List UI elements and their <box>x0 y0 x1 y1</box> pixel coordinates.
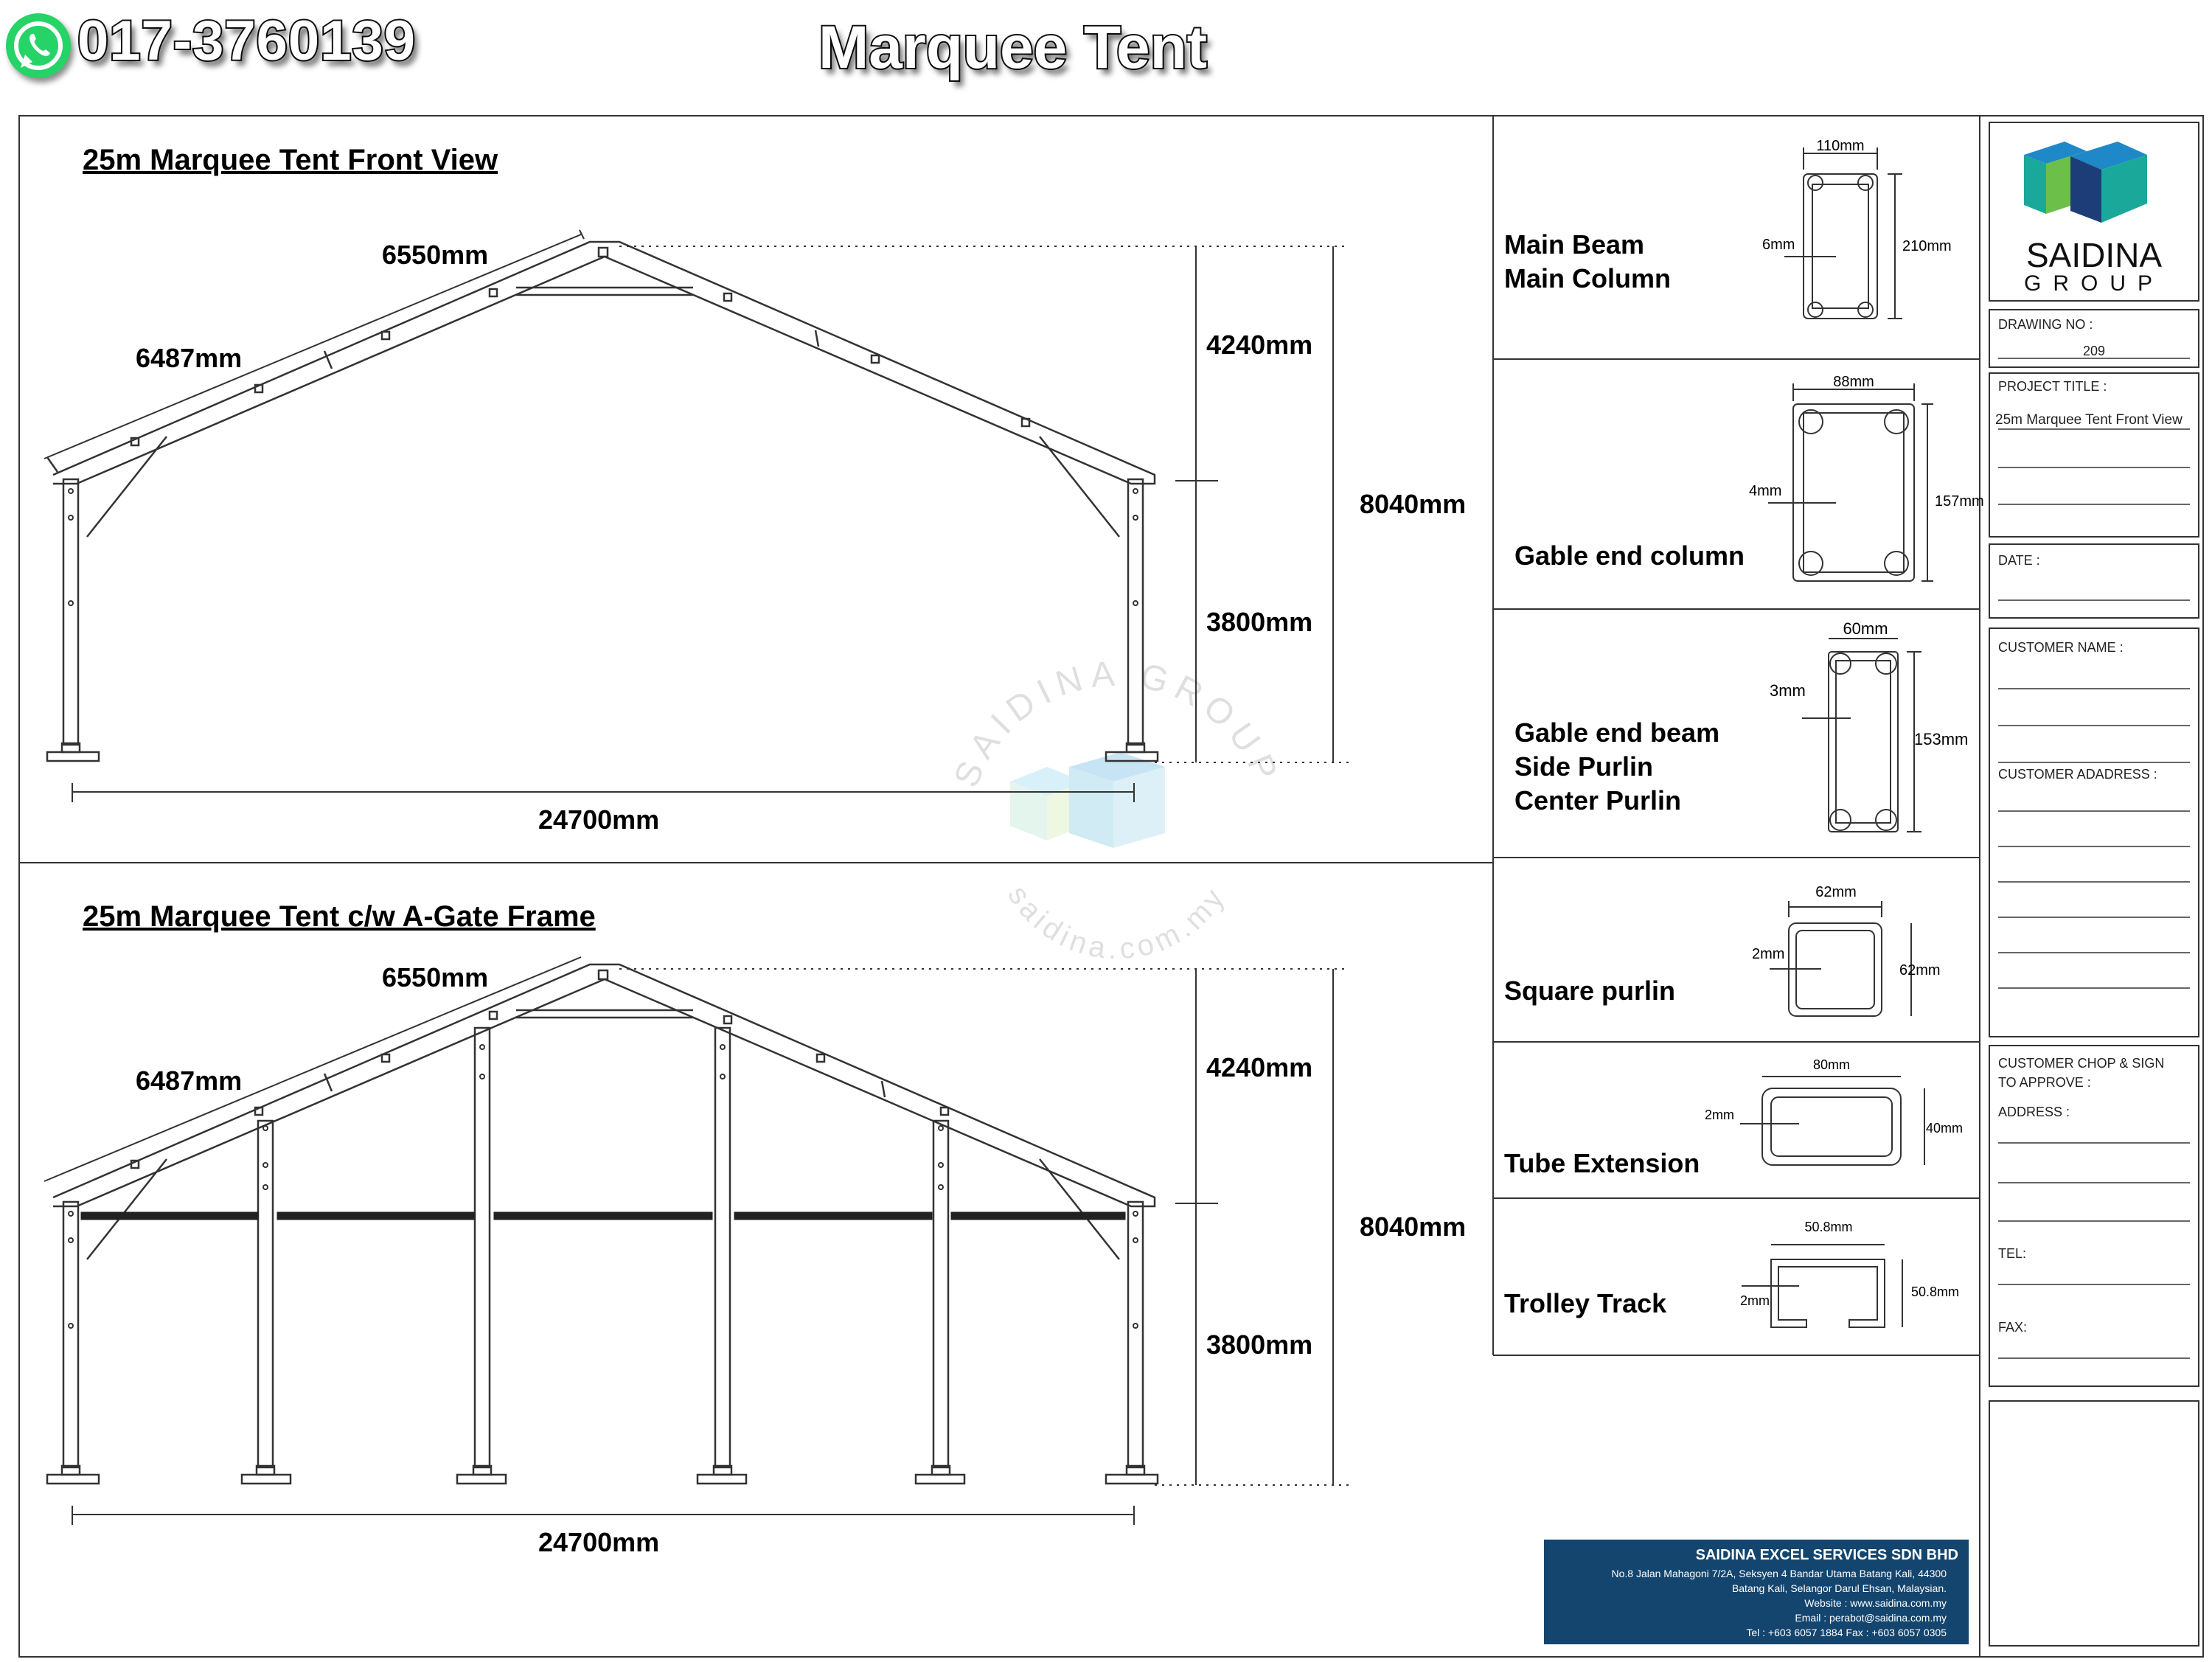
drawing-no-label: DRAWING NO : <box>1998 317 2093 332</box>
customer-address-label: CUSTOMER ADADRESS : <box>1998 767 2157 782</box>
profile-gable-end-beam: Gable end beam Side Purlin Center Purlin… <box>1514 619 1968 832</box>
profile-height-dim: 62mm <box>1899 962 1941 978</box>
fax-label: FAX: <box>1998 1320 2027 1335</box>
profile-height-dim: 210mm <box>1902 238 1952 254</box>
drawing-no-value: 209 <box>2083 344 2105 358</box>
chop-label-2: TO APPROVE : <box>1998 1075 2091 1090</box>
chop-label: CUSTOMER CHOP & SIGN <box>1998 1056 2164 1071</box>
project-title-value: 25m Marquee Tent Front View <box>1995 412 2183 428</box>
profile-width-dim: 62mm <box>1815 884 1857 900</box>
profile-label-line: Trolley Track <box>1504 1288 1667 1318</box>
profile-label-line: Center Purlin <box>1514 785 1681 816</box>
profile-trolley-track: Trolley Track 50.8mm 50.8mm 2mm <box>1504 1220 1959 1328</box>
agate-rafter-lower-dim: 6487mm <box>136 1065 242 1096</box>
profile-width-dim: 80mm <box>1813 1057 1850 1072</box>
agate-beams <box>80 1211 1126 1220</box>
phone-number: 017-3760139 <box>76 8 417 74</box>
customer-name-label: CUSTOMER NAME : <box>1998 640 2124 655</box>
agate-view-title: 25m Marquee Tent c/w A-Gate Frame <box>83 900 596 933</box>
profile-label-line: Main Column <box>1504 263 1671 293</box>
drawing-no-box <box>1989 309 2199 368</box>
chop-box <box>1989 1400 2199 1647</box>
customer-box <box>1989 627 2199 1037</box>
agate-total-height-dim: 8040mm <box>1360 1211 1466 1242</box>
front-view-frame <box>46 240 1159 762</box>
logo-sub: GROUP <box>2024 271 2164 296</box>
address-label: ADDRESS : <box>1998 1105 2070 1119</box>
profile-gable-end-column: Gable end column 88mm 157mm 4mm <box>1514 374 1984 582</box>
company-name: SAIDINA EXCEL SERVICES SDN BHD <box>1695 1547 1958 1563</box>
profile-thickness-dim: 3mm <box>1770 681 1806 700</box>
agate-rafter-upper-dim: 6550mm <box>382 962 488 992</box>
company-address-2: Batang Kali, Selangor Darul Ehsan, Malay… <box>1731 1582 1947 1594</box>
agate-view-dimensions <box>44 956 1349 1525</box>
logo-box <box>1989 122 2199 302</box>
company-address-1: No.8 Jalan Mahagoni 7/2A, Seksyen 4 Band… <box>1611 1568 1947 1579</box>
sheet-border <box>18 115 2204 1658</box>
profile-height-dim: 157mm <box>1935 493 1984 510</box>
profile-square-purlin: Square purlin 62mm 62mm 2mm <box>1504 884 1941 1017</box>
profile-height-dim: 40mm <box>1926 1121 1963 1136</box>
page-title: Marquee Tent <box>817 13 1208 83</box>
date-box <box>1989 543 2199 619</box>
profile-label-line: Gable end beam <box>1514 717 1719 748</box>
profile-height-dim: 50.8mm <box>1911 1284 1959 1299</box>
profile-width-dim: 88mm <box>1833 374 1874 390</box>
profile-label-line: Side Purlin <box>1514 751 1653 782</box>
project-title-box <box>1989 372 2199 538</box>
profile-thickness-dim: 2mm <box>1752 946 1784 962</box>
project-title-label: PROJECT TITLE : <box>1998 379 2107 394</box>
profile-width-dim: 110mm <box>1816 138 1864 154</box>
agate-view-frame <box>46 963 1159 1485</box>
profile-thickness-dim: 2mm <box>1705 1108 1734 1122</box>
watermark: SAIDINA GROUP saidina.com.my <box>947 654 1280 965</box>
watermark-url-text: saidina.com.my <box>1001 880 1228 965</box>
profile-thickness-dim: 4mm <box>1749 483 1781 499</box>
company-tel-fax: Tel : +603 6057 1884 Fax : +603 6057 030… <box>1746 1627 1947 1638</box>
front-span-dim: 24700mm <box>538 804 659 835</box>
front-view-bolts <box>68 488 1138 606</box>
front-total-height-dim: 8040mm <box>1360 489 1466 519</box>
agate-eave-height-dim: 3800mm <box>1206 1329 1312 1360</box>
front-rafter-upper-dim: 6550mm <box>382 240 488 270</box>
agate-roof-height-dim: 4240mm <box>1206 1052 1312 1082</box>
profile-label-line: Tube Extension <box>1504 1148 1700 1178</box>
profile-width-dim: 50.8mm <box>1804 1220 1852 1234</box>
approve-box <box>1989 1045 2199 1387</box>
front-roof-height-dim: 4240mm <box>1206 330 1312 360</box>
profile-label-line: Main Beam <box>1504 229 1644 260</box>
profile-tube-extension: Tube Extension 80mm 40mm 2mm <box>1504 1057 1963 1178</box>
profile-width-dim: 60mm <box>1843 619 1888 638</box>
profile-label-line: Gable end column <box>1514 540 1745 571</box>
profile-thickness-dim: 6mm <box>1762 237 1795 253</box>
logo: SAIDINA GROUP <box>2024 142 2164 296</box>
date-label: DATE : <box>1998 553 2040 568</box>
agate-span-dim: 24700mm <box>538 1527 659 1557</box>
svg-text:saidina.com.my: saidina.com.my <box>1001 880 1232 965</box>
profile-thickness-dim: 2mm <box>1740 1293 1770 1308</box>
whatsapp-icon <box>6 13 71 78</box>
profile-height-dim: 153mm <box>1914 730 1968 748</box>
front-rafter-lower-dim: 6487mm <box>136 343 242 373</box>
front-eave-height-dim: 3800mm <box>1206 607 1312 637</box>
profile-label-line: Square purlin <box>1504 976 1675 1006</box>
company-website[interactable]: Website : www.saidina.com.my <box>1804 1597 1947 1609</box>
agate-view-bolts <box>68 1044 1138 1329</box>
tel-label: TEL: <box>1998 1246 2026 1261</box>
front-view-title: 25m Marquee Tent Front View <box>83 144 498 176</box>
logo-name: SAIDINA <box>2026 236 2162 274</box>
watermark-logo <box>1010 752 1165 848</box>
company-email[interactable]: Email : perabot@saidina.com.my <box>1795 1612 1947 1624</box>
profile-main-beam: Main Beam Main Column 110mm 210mm 6mm <box>1504 138 1952 319</box>
company-banner: SAIDINA EXCEL SERVICES SDN BHD No.8 Jala… <box>1544 1540 1969 1644</box>
form-lines <box>1998 358 2190 1359</box>
front-view-dimensions <box>44 229 1349 802</box>
